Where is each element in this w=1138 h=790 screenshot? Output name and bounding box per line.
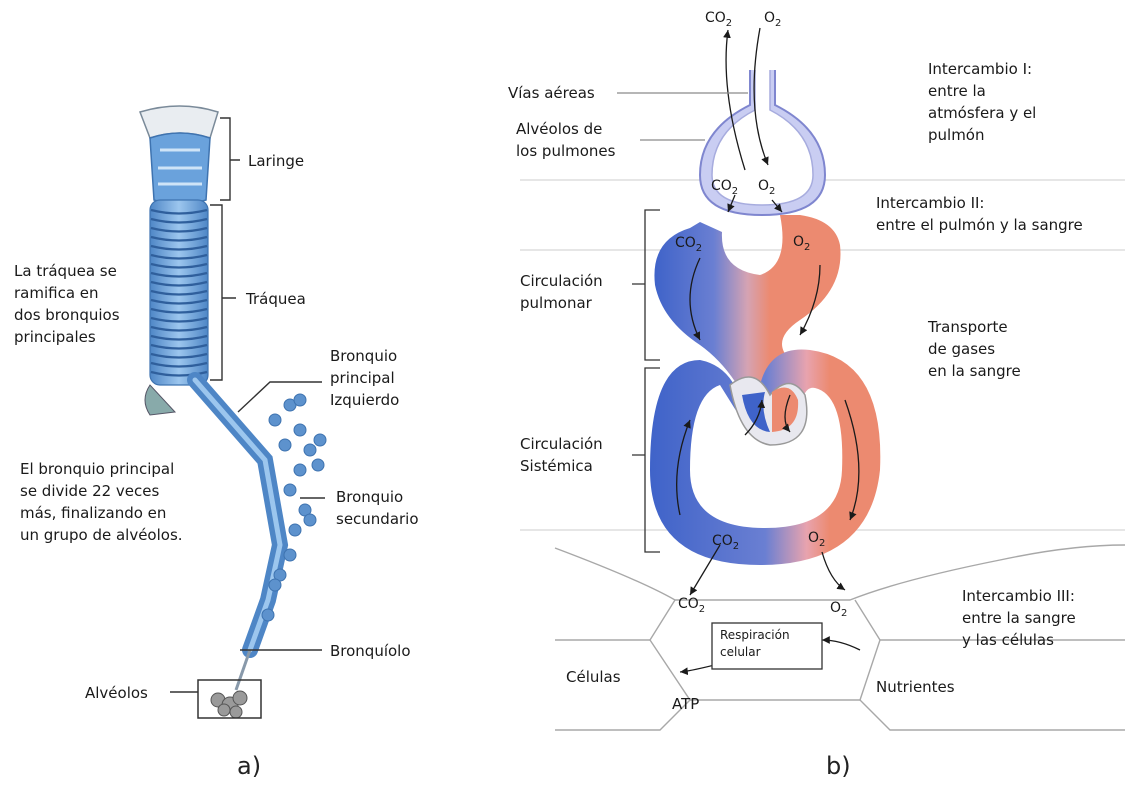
- systemic-circulation-loop: [650, 349, 880, 565]
- label-nutrientes: Nutrientes: [876, 676, 955, 698]
- respiratory-tree-illustration: [140, 106, 326, 718]
- label-vias-aereas: Vías aéreas: [508, 82, 595, 104]
- bronchial-branch: [289, 524, 301, 536]
- bronchial-branch: [284, 549, 296, 561]
- label-intercambio-1: Intercambio I: entre la atmósfera y el p…: [928, 58, 1036, 146]
- o2-label: O2: [764, 10, 781, 29]
- bronchial-branch: [312, 459, 324, 471]
- bronchial-branch: [314, 434, 326, 446]
- label-transporte-gases: Transporte de gases en la sangre: [928, 316, 1021, 382]
- o2-label: O2: [830, 600, 847, 619]
- label-intercambio-2: Intercambio II: entre el pulmón y la san…: [876, 192, 1083, 236]
- bronchial-branch: [304, 514, 316, 526]
- bronchial-branch: [294, 464, 306, 476]
- label-bronquio-secundario: Bronquio secundario: [336, 486, 419, 530]
- label-circulacion-sistemica: Circulación Sistémica: [520, 433, 603, 477]
- bronchial-branch: [269, 414, 281, 426]
- label-traquea: Tráquea: [246, 288, 306, 310]
- bronchial-branch: [279, 439, 291, 451]
- note-bronquio-division: El bronquio principal se divide 22 veces…: [20, 458, 183, 546]
- label-bronquiolo: Bronquíolo: [330, 640, 411, 662]
- label-intercambio-3: Intercambio III: entre la sangre y las c…: [962, 585, 1076, 651]
- label-alveolos-pulmones: Alvéolos de los pulmones: [516, 118, 615, 162]
- label-circulacion-pulmonar: Circulación pulmonar: [520, 270, 603, 314]
- bronchial-branch: [284, 484, 296, 496]
- co2-label: CO2: [705, 10, 732, 29]
- caption-b: b): [826, 752, 851, 780]
- co2-label: CO2: [678, 596, 705, 615]
- bronchial-branch: [262, 609, 274, 621]
- caption-a: a): [237, 752, 261, 780]
- label-bronquio-principal: Bronquio principal Izquierdo: [330, 345, 399, 411]
- bronchial-branch: [294, 424, 306, 436]
- label-alveolos: Alvéolos: [85, 682, 148, 704]
- note-traquea-branching: La tráquea se ramifica en dos bronquios …: [14, 260, 120, 348]
- bronchial-branch: [304, 444, 316, 456]
- label-respiracion-celular: Respiración celular: [720, 627, 790, 661]
- label-celulas: Células: [566, 666, 621, 688]
- bronchial-branch: [294, 394, 306, 406]
- bronchial-branch: [269, 579, 281, 591]
- label-atp: ATP: [672, 693, 699, 715]
- label-laringe: Laringe: [248, 150, 304, 172]
